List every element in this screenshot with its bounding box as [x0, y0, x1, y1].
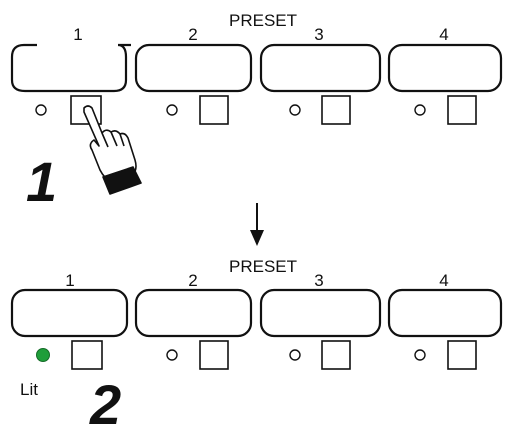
lit-label: Lit [20, 380, 38, 399]
preset-number-2-bottom: 2 [188, 271, 197, 290]
preset-button-3-bottom: 3 [259, 271, 382, 370]
preset-led-3-top [289, 104, 301, 116]
preset-button-2-bottom-frame[interactable] [134, 288, 253, 338]
preset-number-1-bottom: 1 [65, 271, 74, 290]
preset-button-2-bottom: 2 [134, 271, 253, 370]
preset-button-4-bottom-frame[interactable] [387, 288, 503, 338]
preset-led-3-bottom [289, 349, 301, 361]
step-number-1: 1 [26, 150, 57, 213]
preset-panel-bottom: PRESET 1 2 3 4 Lit [10, 257, 503, 399]
preset-number-1-top: 1 [73, 25, 82, 44]
preset-button-3-top: 3 [259, 25, 382, 125]
preset-select-button-2-top[interactable] [199, 95, 229, 125]
preset-button-4-top: 4 [387, 25, 503, 125]
preset-panel-top: PRESET 1 2 3 4 [10, 11, 503, 125]
preset-button-3-bottom-frame[interactable] [259, 288, 382, 338]
preset-led-2-bottom [166, 349, 178, 361]
preset-number-3-bottom: 3 [314, 271, 323, 290]
preset-button-1-top: 1 [10, 25, 131, 125]
preset-button-4-bottom: 4 [387, 271, 503, 370]
preset-button-2-top-frame[interactable] [134, 43, 253, 93]
preset-number-2-top: 2 [188, 25, 197, 44]
preset-select-button-4-top[interactable] [447, 95, 477, 125]
preset-title-bottom: PRESET [229, 257, 297, 276]
preset-number-4-bottom: 4 [439, 271, 448, 290]
preset-button-3-top-frame[interactable] [259, 43, 382, 93]
arrow-down-icon [250, 203, 264, 246]
preset-select-button-3-bottom[interactable] [321, 340, 351, 370]
preset-select-button-1-bottom[interactable] [71, 340, 103, 370]
preset-select-button-4-bottom[interactable] [447, 340, 477, 370]
preset-title-top: PRESET [229, 11, 297, 30]
preset-button-4-top-frame[interactable] [387, 43, 503, 93]
preset-select-button-2-bottom[interactable] [199, 340, 229, 370]
preset-button-2-top: 2 [134, 25, 253, 125]
preset-led-2-top [166, 104, 178, 116]
preset-select-button-3-top[interactable] [321, 95, 351, 125]
preset-number-4-top: 4 [439, 25, 448, 44]
preset-led-4-bottom [414, 349, 426, 361]
preset-number-3-top: 3 [314, 25, 323, 44]
preset-button-1-bottom: 1 [10, 271, 129, 370]
pointing-hand-icon [83, 105, 142, 195]
preset-led-4-top [414, 104, 426, 116]
step-number-2: 2 [89, 373, 121, 431]
preset-button-1-top-frame[interactable] [10, 43, 131, 93]
preset-button-1-bottom-frame[interactable] [10, 288, 129, 338]
preset-led-1-top [35, 104, 47, 116]
preset-led-1-bottom-lit [36, 348, 50, 362]
